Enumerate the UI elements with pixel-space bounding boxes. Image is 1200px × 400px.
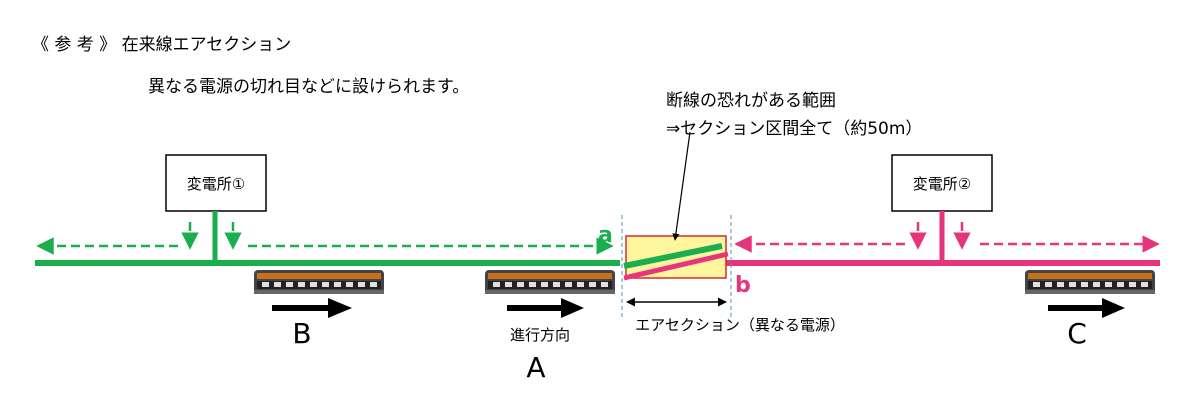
air-section-zone xyxy=(623,235,729,281)
substation-1: 変電所① xyxy=(165,154,267,263)
substation-1-label: 変電所① xyxy=(187,175,245,193)
label-a: a xyxy=(598,223,613,248)
green-current-arrows xyxy=(36,222,614,255)
section-boundaries xyxy=(621,215,732,320)
note-line-2: ⇒セクション区間全て（約50m） xyxy=(666,119,923,139)
substation-2: 変電所② xyxy=(891,154,993,263)
note-line-1: 断線の恐れがある範囲 xyxy=(666,91,836,111)
train-b-label: B xyxy=(292,317,311,350)
pink-current-arrows xyxy=(734,222,1160,253)
train-c-label: C xyxy=(1067,317,1087,350)
air-section-label: エアセクション（異なる電源） xyxy=(635,316,845,334)
train-b xyxy=(254,270,384,294)
label-b: b xyxy=(735,273,751,298)
note-pointer xyxy=(672,131,691,241)
train-a xyxy=(485,270,615,294)
reference-title: 《 参 考 》 在来線エアセクション xyxy=(32,35,292,55)
direction-arrows xyxy=(272,298,1125,318)
direction-label: 進行方向 xyxy=(510,326,570,344)
reference-description: 異なる電源の切れ目などに設けられます。 xyxy=(148,77,470,97)
substation-2-label: 変電所② xyxy=(913,175,971,193)
train-a-label: A xyxy=(526,351,545,384)
train-c xyxy=(1025,270,1155,294)
